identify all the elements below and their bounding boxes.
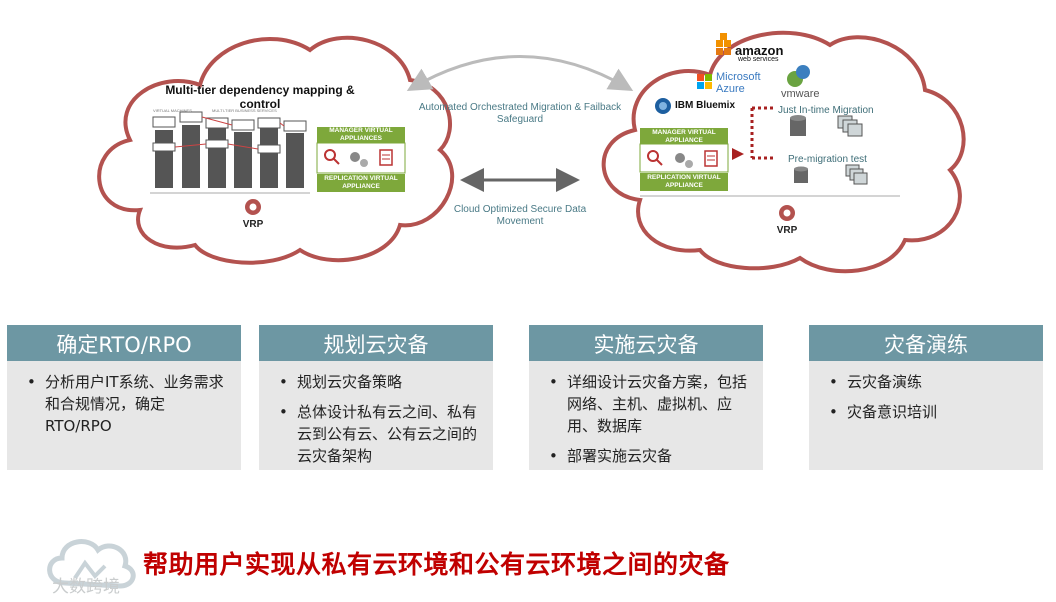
- ibm-bluemix-logo-text: IBM Bluemix: [675, 100, 736, 111]
- list-item: •详细设计云灾备方案，包括网络、主机、虚拟机、应用、数据库: [549, 373, 748, 435]
- microsoft-logo-icon: [697, 74, 712, 89]
- migration-branch-lines: [750, 106, 776, 160]
- top-migration-arrow: [406, 55, 634, 92]
- database-icon-pre: [794, 166, 808, 183]
- vm-column-header: VIRTUAL MACHINES: [153, 108, 192, 113]
- card-title: 规划云灾备: [259, 325, 493, 361]
- replication-appliance-label-right: REPLICATION VIRTUAL APPLIANCE: [647, 174, 721, 189]
- card-determine-rto-rpo: 确定RTO/RPO •分析用户IT系统、业务需求和合规情况，确定RTO/RPO: [7, 325, 241, 470]
- amazon-logo-text: amazon: [735, 43, 784, 58]
- cloud-migration-diagram: Multi-tier dependency mapping & control …: [0, 0, 1056, 300]
- aws-subtitle: web services: [738, 56, 779, 63]
- manager-appliances-label: MANAGER VIRTUAL APPLIANCES: [329, 127, 393, 142]
- card-plan-cloud-dr: 规划云灾备 •规划云灾备策略 •总体设计私有云之间、私有云到公有云、公有云之间的…: [259, 325, 493, 470]
- data-movement-label: Cloud Optimized Secure Data Movement: [453, 204, 587, 227]
- jit-migration-label: Just In-time Migration: [778, 105, 874, 116]
- list-item: •分析用户IT系统、业务需求和合规情况，确定RTO/RPO: [27, 373, 224, 435]
- vrp-logo-left: [245, 199, 261, 215]
- vrp-label-right: VRP: [776, 225, 798, 236]
- red-arrow-icon: [732, 148, 744, 160]
- list-item: •总体设计私有云之间、私有云到公有云、公有云之间的云灾备架构: [279, 403, 478, 465]
- vmware-logo-text: vmware: [781, 88, 820, 100]
- list-item: •规划云灾备策略: [279, 373, 403, 391]
- orchestrated-migration-label: Automated Orchestrated Migration & Failb…: [418, 102, 622, 125]
- card-title: 实施云灾备: [529, 325, 763, 361]
- magnifier-icon-right: [647, 150, 663, 166]
- report-icon-right: [704, 150, 718, 167]
- list-item: •云灾备演练: [829, 373, 923, 391]
- azure-logo-text: Azure: [716, 83, 745, 95]
- report-icon: [379, 149, 393, 166]
- manager-appliance-box-right: [640, 128, 728, 144]
- manager-appliance-label-right: MANAGER VIRTUAL APPLIANCE: [652, 129, 716, 144]
- watermark-text: 大数跨境: [52, 577, 120, 597]
- vm-stack-icon-pre: [845, 164, 868, 185]
- pre-migration-test-label: Pre-migration test: [788, 154, 867, 165]
- left-cloud-title: Multi-tier dependency mapping & control: [165, 83, 355, 111]
- microsoft-logo-text: Microsoft: [716, 71, 761, 83]
- card-title: 灾备演练: [809, 325, 1043, 361]
- slogan-text: 帮助用户实现从私有云环境和公有云环境之间的灾备: [143, 550, 730, 579]
- card-title: 确定RTO/RPO: [7, 325, 241, 361]
- database-icon-jit: [790, 115, 806, 136]
- replication-appliance-box-right: [640, 173, 728, 191]
- manager-appliance-box-left: [317, 127, 405, 143]
- list-item: •灾备意识培训: [829, 403, 938, 421]
- vrp-label-left: VRP: [242, 219, 264, 230]
- right-cloud-shape: [601, 30, 966, 274]
- ibm-logo-icon: [655, 98, 671, 114]
- card-dr-drill: 灾备演练 •云灾备演练 •灾备意识培训: [809, 325, 1043, 470]
- dependency-lines: [174, 116, 285, 150]
- diagram-graphics: [97, 30, 966, 274]
- amazon-logo-icon: [716, 33, 731, 55]
- card-implement-cloud-dr: 实施云灾备 •详细设计云灾备方案，包括网络、主机、虚拟机、应用、数据库 •部署实…: [529, 325, 763, 470]
- gears-icon: [350, 152, 368, 167]
- replication-appliance-label: REPLICATION VIRTUAL APPLIANCE: [324, 175, 398, 190]
- replication-appliance-box-left: [317, 174, 405, 192]
- gears-icon-right: [675, 153, 693, 168]
- vmware-logo-icon: [787, 65, 810, 87]
- business-services-header: MULTI-TIER BUSINESS SERVICES: [212, 108, 277, 113]
- vm-stack-icon-jit: [837, 115, 863, 137]
- list-item: •部署实施云灾备: [549, 447, 673, 465]
- cloud-watermark-icon: [47, 539, 136, 589]
- vm-boxes: [152, 111, 307, 154]
- vrp-logo-right: [779, 205, 795, 221]
- magnifier-icon: [324, 149, 340, 165]
